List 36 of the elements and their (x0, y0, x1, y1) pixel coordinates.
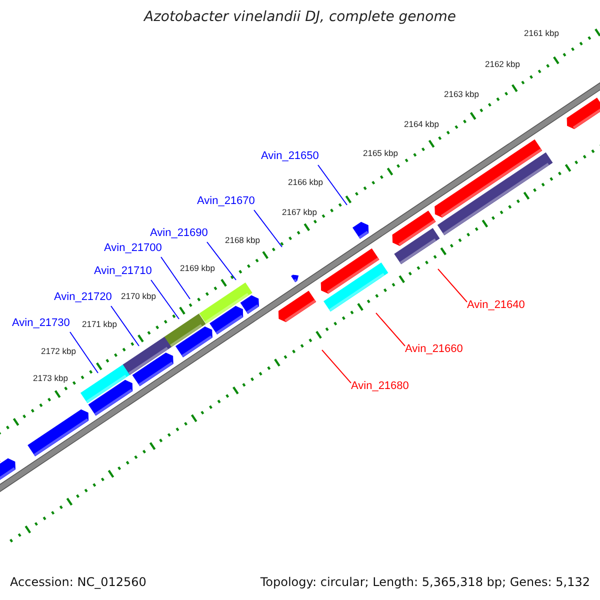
leader-line (254, 210, 282, 248)
leader-line (110, 306, 140, 346)
tick-label: 2168 kbp (225, 236, 260, 244)
leader-line (150, 280, 180, 320)
title: Azotobacter vinelandii DJ, complete genome (142, 10, 457, 24)
tick-label: 2162 kbp (485, 60, 520, 68)
gene-label: Avin_21660 (405, 344, 463, 355)
tick-label: 2173 kbp (33, 374, 68, 382)
gene-label: Avin_21720 (54, 292, 112, 303)
tick-label: 2166 kbp (288, 178, 323, 186)
gene-label: Avin_21710 (94, 266, 152, 277)
gene-label: Avin_21700 (104, 243, 162, 254)
footer-note: Accession: NC_012560 (10, 576, 146, 588)
tick-label: 2161 kbp (524, 29, 559, 38)
gene-label: Avin_21680 (351, 381, 409, 392)
leader-line (70, 332, 98, 374)
gene-label: Avin_21690 (150, 228, 208, 239)
tick-label: 2167 kbp (282, 208, 317, 216)
footer-note: Topology: circular; Length: 5,365,318 bp; Genes: 5,132 (260, 576, 590, 588)
leader-line (438, 268, 468, 302)
leader-line (322, 350, 352, 384)
gene-label: Avin_21730 (12, 318, 70, 329)
leader-line (376, 312, 406, 346)
gene-label: Avin_21650 (261, 151, 319, 162)
tick-label: 2164 kbp (404, 120, 439, 128)
tick-label: 2170 kbp (121, 292, 156, 300)
leader-line (206, 242, 236, 280)
gene-label: Avin_21670 (197, 196, 255, 207)
gene-label: Avin_21640 (467, 300, 525, 311)
tick-label: 2169 kbp (180, 264, 215, 272)
tick-label: 2165 kbp (363, 149, 398, 158)
tick-label: 2172 kbp (41, 347, 76, 356)
leader-line (318, 164, 348, 206)
tick-label: 2171 kbp (82, 320, 117, 328)
leader-line (160, 256, 190, 300)
tick-label: 2163 kbp (444, 90, 479, 98)
